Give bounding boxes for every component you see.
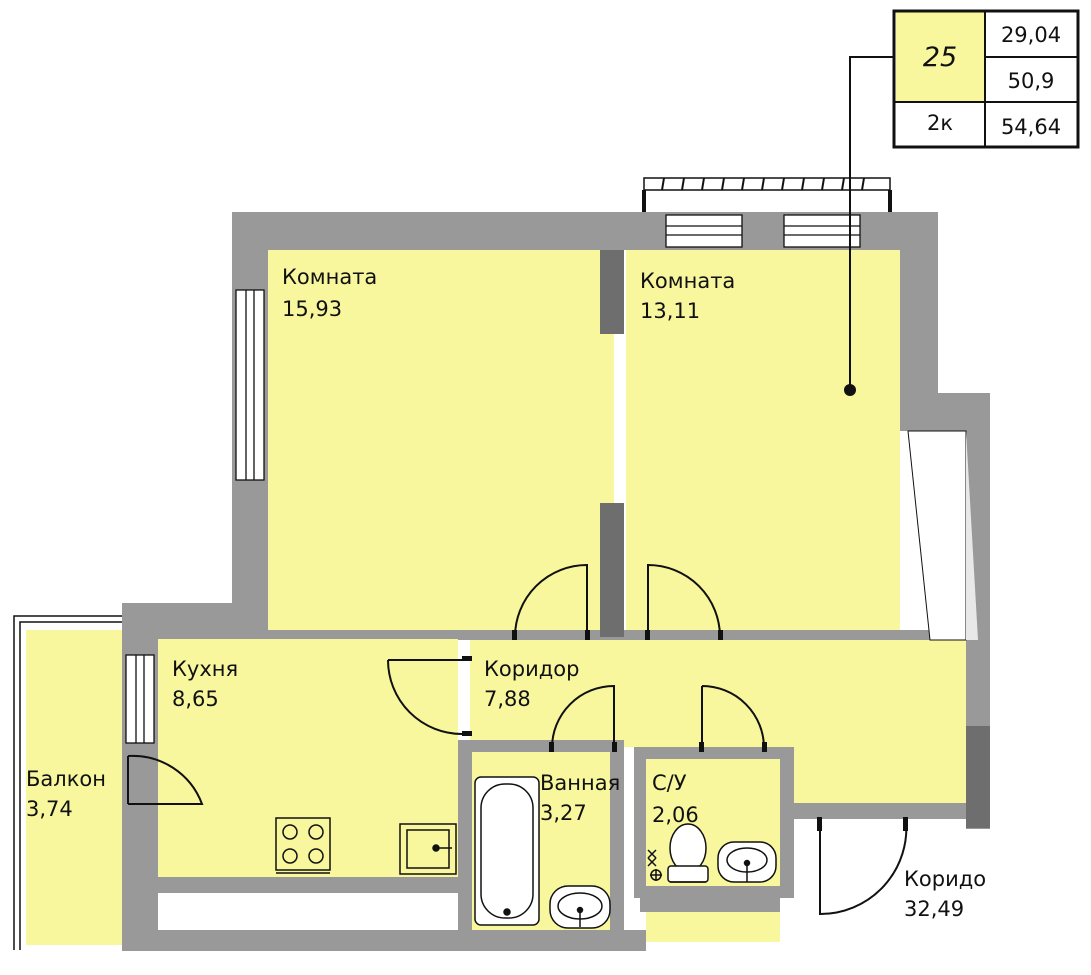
room1-name: Комната [282, 265, 377, 289]
balcony-area: 3,74 [26, 797, 73, 821]
room-komnata-15 [268, 250, 614, 630]
room-below [646, 912, 780, 942]
room-count: 2к [927, 111, 953, 135]
door-entrance [819, 819, 908, 916]
kitchen-name: Кухня [172, 657, 238, 681]
room2-name: Комната [640, 269, 735, 293]
toilet [667, 823, 709, 883]
bathroom-area: 3,27 [540, 801, 587, 825]
toilet-sink [717, 841, 777, 883]
corridor-name: Коридор [484, 657, 579, 681]
door-toilet [701, 685, 765, 749]
leader-line [844, 56, 894, 396]
window-room2-a [665, 214, 743, 248]
room-balcony [26, 630, 122, 945]
area-with-balcony: 54,64 [1001, 115, 1061, 139]
toilet-name: С/У [652, 771, 687, 795]
room2-area: 13,11 [640, 299, 700, 323]
kitchen-area: 8,65 [172, 687, 219, 711]
area-total: 50,9 [1008, 69, 1055, 93]
stove [275, 817, 331, 874]
hall-area: 32,49 [904, 897, 964, 921]
window-room2-b [783, 214, 861, 248]
room-labels: Комната 15,93 Комната 13,11 Кухня 8,65 К… [26, 265, 999, 921]
kitchen-sink [399, 823, 457, 875]
room-kitchen [158, 639, 458, 877]
balcony-railing [642, 177, 892, 212]
partitions [600, 250, 990, 828]
apartment-number: 25 [923, 42, 957, 73]
room-komnata-13 [626, 250, 900, 630]
door-kitchen [387, 659, 463, 735]
drain-symbols [647, 849, 662, 881]
bathtub [474, 776, 540, 926]
window-room1 [235, 289, 265, 481]
balcony-frame [13, 615, 122, 950]
door-stops [462, 630, 908, 831]
apartment-info-box: 25 29,04 50,9 2к 54,64 [892, 9, 1080, 149]
door-balcony [127, 754, 204, 805]
toilet-area: 2,06 [652, 803, 699, 827]
door-room1 [514, 563, 588, 638]
bathroom-name: Ванная [540, 771, 620, 795]
hall-shaft [907, 430, 978, 641]
room1-area: 15,93 [282, 297, 342, 321]
balcony-name: Балкон [26, 767, 106, 791]
door-bathroom [551, 684, 615, 749]
window-kitchen [125, 654, 155, 744]
windows [125, 214, 861, 744]
door-room2 [647, 563, 721, 638]
doors [127, 563, 908, 916]
area-living: 29,04 [1001, 23, 1061, 47]
room-corridor [470, 640, 966, 803]
hall-name: Коридор [904, 867, 999, 891]
bath-sink [549, 885, 611, 929]
corridor-area: 7,88 [484, 687, 531, 711]
